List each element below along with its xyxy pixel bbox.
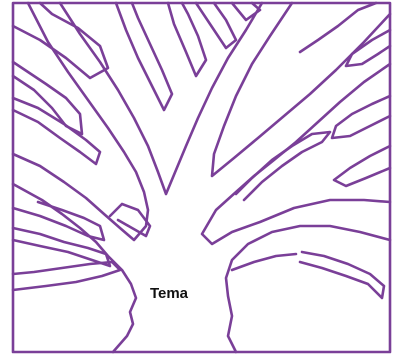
branch-right-6: [300, 252, 384, 298]
branch-right-1: [346, 30, 390, 66]
branch-left-4: [13, 202, 104, 240]
branch-top-1: [116, 3, 172, 110]
branch-left-1: [13, 3, 108, 78]
branch-top-3: [196, 3, 236, 48]
branch-left-2: [13, 62, 82, 134]
diagram-frame: [13, 3, 390, 352]
branch-right-4: [334, 146, 390, 186]
branch-left-6: [13, 262, 120, 290]
branch-right-5: [236, 132, 330, 200]
theme-label: Tema: [139, 285, 199, 302]
branch-left-3: [13, 98, 100, 164]
branch-right-7: [232, 254, 296, 270]
trunk-outline: [13, 3, 390, 352]
branch-left-5: [13, 228, 110, 266]
branch-top-4: [232, 3, 260, 20]
branch-left-7: [110, 204, 150, 236]
branch-top-2: [168, 3, 206, 76]
